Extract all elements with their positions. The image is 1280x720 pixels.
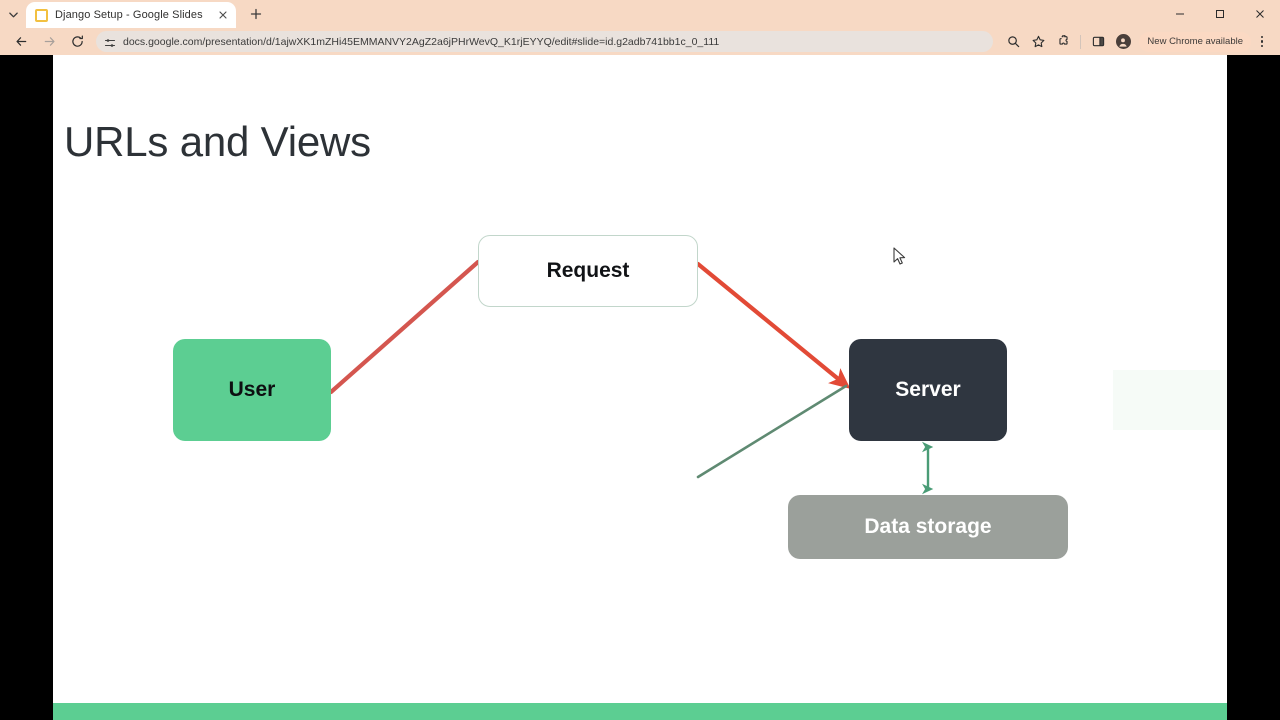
diagram-connectors: [328, 259, 934, 495]
profile-avatar-icon[interactable]: [1111, 30, 1135, 54]
kebab-menu-icon[interactable]: [1252, 30, 1272, 54]
search-icon[interactable]: [1001, 30, 1025, 54]
puzzle-icon[interactable]: [1051, 30, 1075, 54]
slide-footer-bar: [53, 703, 1227, 720]
presentation-viewport: URLs and Views: [0, 55, 1280, 720]
url-text: docs.google.com/presentation/d/1ajwXK1mZ…: [123, 35, 720, 48]
browser-toolbar: docs.google.com/presentation/d/1ajwXK1mZ…: [0, 28, 1280, 55]
connector-server-response: [696, 384, 848, 479]
node-request-label: Request: [546, 259, 630, 282]
node-user-label: User: [228, 378, 276, 401]
connector-request-to-server: [695, 261, 851, 389]
site-settings-icon[interactable]: [104, 36, 116, 48]
side-panel-icon[interactable]: [1086, 30, 1110, 54]
google-slides-favicon: [35, 8, 48, 22]
chrome-update-button[interactable]: New Chrome available: [1139, 31, 1251, 52]
forward-icon[interactable]: [36, 30, 62, 54]
update-label: New Chrome available: [1147, 36, 1243, 47]
tab-title: Django Setup - Google Slides: [55, 9, 203, 21]
slide-canvas[interactable]: URLs and Views: [53, 55, 1227, 720]
address-bar[interactable]: docs.google.com/presentation/d/1ajwXK1mZ…: [96, 31, 994, 52]
node-server[interactable]: Server: [849, 339, 1007, 441]
window-controls: [1160, 0, 1280, 28]
node-request[interactable]: Request: [478, 235, 698, 307]
node-user[interactable]: User: [173, 339, 331, 441]
avatar: [1115, 34, 1131, 49]
background-tint: [1113, 370, 1227, 430]
tab-strip: Django Setup - Google Slides: [0, 0, 1280, 28]
page-title: URLs and Views: [64, 118, 371, 165]
node-server-label: Server: [895, 378, 961, 401]
star-icon[interactable]: [1026, 30, 1050, 54]
tab-search-icon[interactable]: [0, 0, 26, 28]
node-data-storage[interactable]: Data storage: [788, 495, 1068, 559]
close-icon[interactable]: [215, 8, 230, 23]
back-icon[interactable]: [8, 30, 34, 54]
toolbar-actions: New Chrome available: [1001, 30, 1272, 54]
close-window-button[interactable]: [1240, 0, 1280, 28]
reload-icon[interactable]: [64, 30, 90, 54]
connector-user-to-request: [328, 259, 481, 395]
minimize-button[interactable]: [1160, 0, 1200, 28]
node-data-storage-label: Data storage: [864, 515, 992, 538]
maximize-button[interactable]: [1200, 0, 1240, 28]
toolbar-divider: [1080, 34, 1082, 49]
mouse-pointer: [893, 247, 906, 265]
new-tab-button[interactable]: [242, 0, 270, 28]
browser-tab-django-setup[interactable]: Django Setup - Google Slides: [26, 2, 236, 28]
